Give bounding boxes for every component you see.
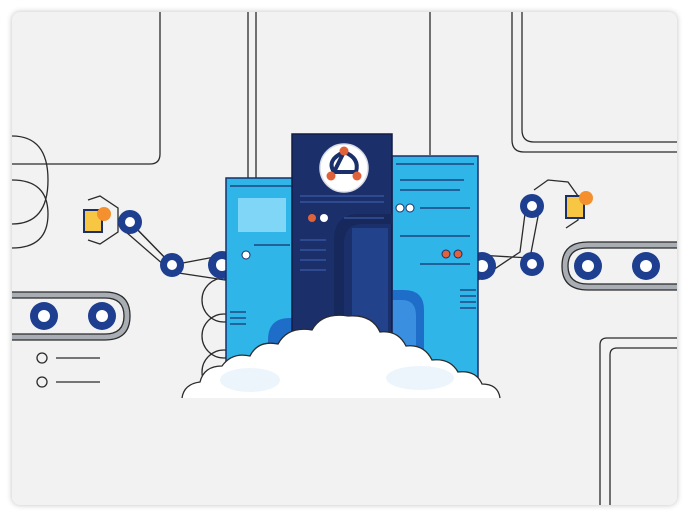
legend-lines [36,352,100,388]
belt-wheel [574,252,602,280]
arm-joint [520,252,544,276]
arm-joint [160,253,184,277]
right-conveyor-belt [561,241,677,291]
belt-wheel [88,302,116,330]
cloud-highlights [220,366,454,392]
right-robot-arm [468,179,593,282]
background-pipes [12,12,677,505]
illustration-frame [12,12,677,505]
left-conveyor-belt [12,291,131,341]
cloud-fill [183,399,499,410]
left-robot-arm [83,195,236,281]
belt-wheel [632,252,660,280]
arm-joint [118,210,142,234]
belt-wheel [30,302,58,330]
arm-joint [520,194,544,218]
webhook-logo-icon [319,143,369,193]
webhook-factory-illustration [12,12,677,505]
